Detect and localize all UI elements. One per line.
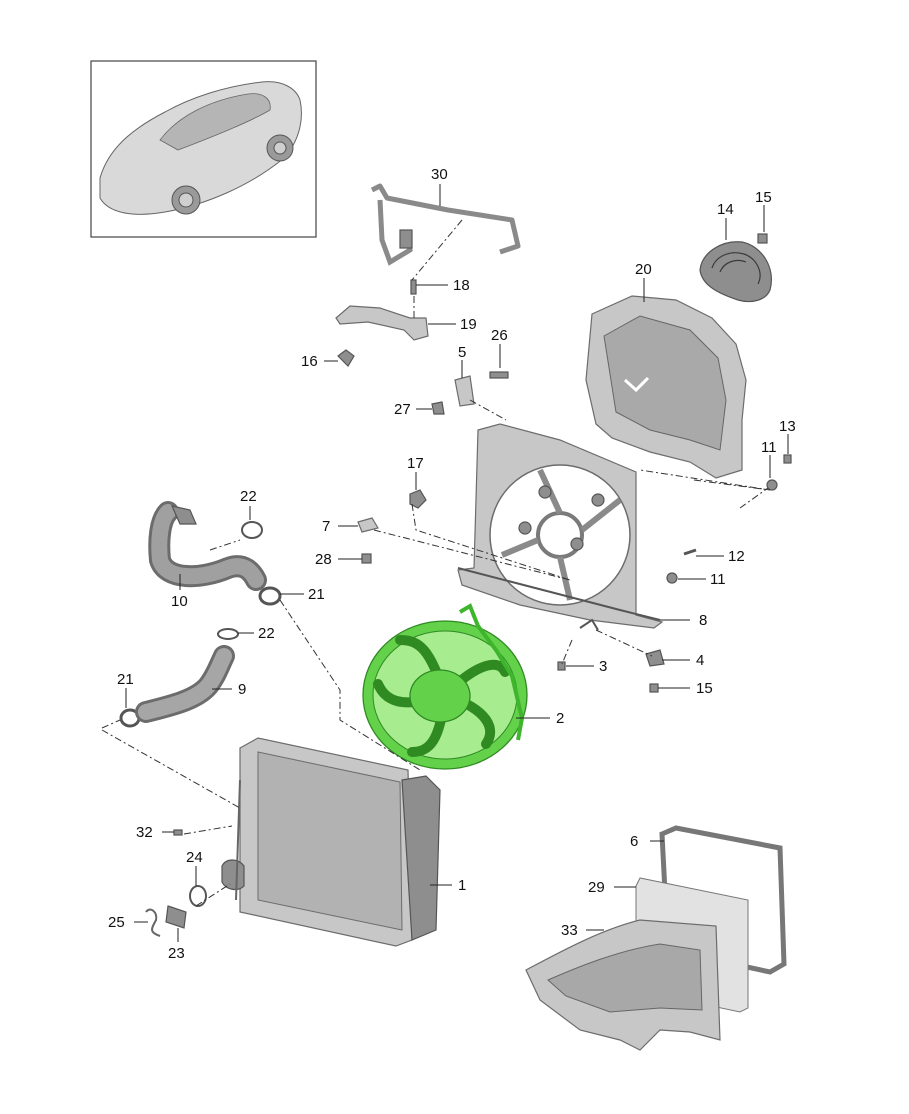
callout-26: 26 <box>491 327 508 344</box>
callout-23: 23 <box>168 945 185 962</box>
callout-13: 13 <box>779 418 796 435</box>
vehicle-thumbnail <box>90 60 317 238</box>
clip-7-28 <box>357 517 379 564</box>
callout-15-top: 15 <box>755 189 772 206</box>
callout-21-left: 21 <box>117 671 134 688</box>
callout-8: 8 <box>699 612 707 629</box>
callout-3: 3 <box>599 658 607 675</box>
callout-12: 12 <box>728 548 745 565</box>
callout-27: 27 <box>394 401 411 418</box>
bracket-5 <box>431 371 509 415</box>
callout-14: 14 <box>717 201 734 218</box>
assembly-lines <box>101 219 771 907</box>
hose-10 <box>148 501 267 591</box>
callout-24: 24 <box>186 849 203 866</box>
callout-11-bottom: 11 <box>710 571 726 588</box>
callout-10: 10 <box>171 593 188 610</box>
small-parts-3-4-15 <box>557 618 665 693</box>
callout-30: 30 <box>431 166 448 183</box>
callout-6: 6 <box>630 833 638 850</box>
callout-22-bottom: 22 <box>258 625 275 642</box>
nuts-11-13 <box>666 454 792 584</box>
callout-7: 7 <box>322 518 330 535</box>
callout-numbers: 30 18 19 16 26 5 27 14 15 20 13 11 17 7 … <box>108 166 796 962</box>
callout-28: 28 <box>315 551 332 568</box>
hose-9 <box>135 645 235 723</box>
fan-2 <box>362 603 528 770</box>
callout-16: 16 <box>301 353 318 370</box>
callout-4: 4 <box>696 652 704 669</box>
radiator-1 <box>221 737 441 947</box>
callout-1: 1 <box>458 877 466 894</box>
callout-22-top: 22 <box>240 488 257 505</box>
callout-33: 33 <box>561 922 578 939</box>
callout-2: 2 <box>556 710 564 727</box>
callout-29: 29 <box>588 879 605 896</box>
callout-25: 25 <box>108 914 125 931</box>
callout-20: 20 <box>635 261 652 278</box>
fan-frame-8 <box>457 423 664 629</box>
cover-14 <box>699 233 772 303</box>
callout-19: 19 <box>460 316 477 333</box>
part-30-line <box>370 183 521 266</box>
bracket-19 <box>335 279 429 367</box>
callout-9: 9 <box>238 681 246 698</box>
callout-32: 32 <box>136 824 153 841</box>
callout-17: 17 <box>407 455 424 472</box>
shroud-20 <box>585 295 747 479</box>
callout-21-right: 21 <box>308 586 325 603</box>
leader-lines <box>125 184 789 942</box>
small-parts-23-25-32 <box>145 829 207 937</box>
callout-5: 5 <box>458 344 466 361</box>
frame-6-29-33 <box>525 825 787 1051</box>
callout-18: 18 <box>453 277 470 294</box>
clip-17 <box>409 489 427 509</box>
callout-15-bottom: 15 <box>696 680 713 697</box>
callout-11-top: 11 <box>761 439 777 456</box>
